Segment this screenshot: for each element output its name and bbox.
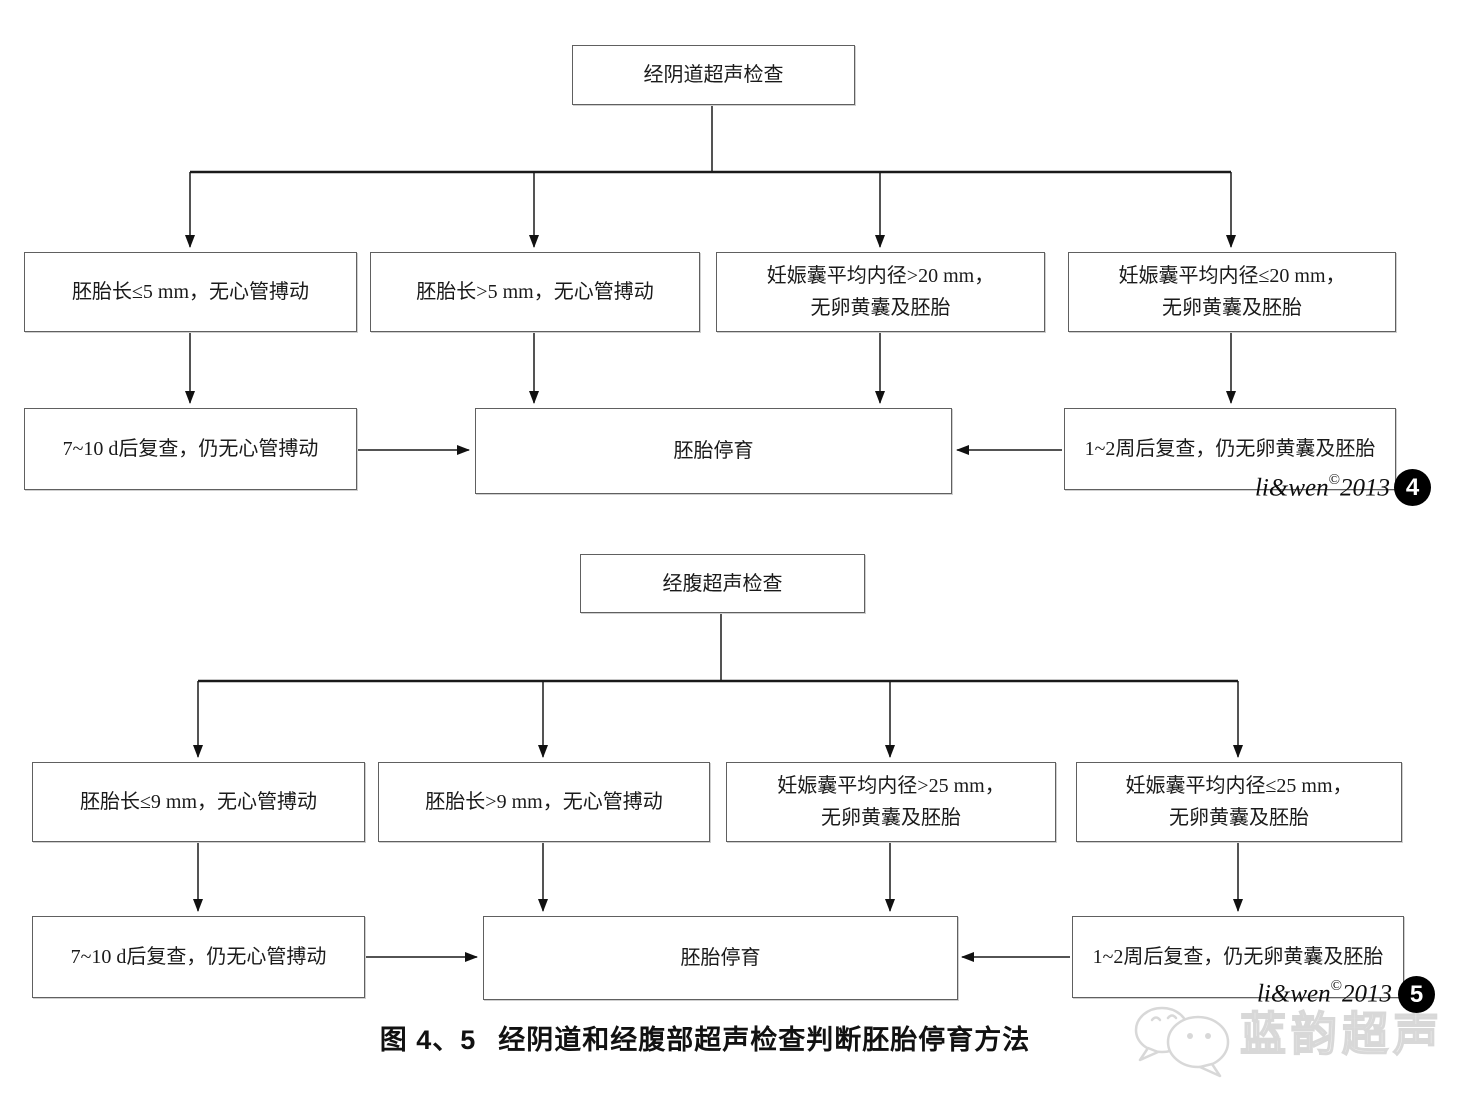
flow2-title-box: 经腹超声检查 — [580, 554, 865, 613]
flow2-credit: li&wen©2013 — [1132, 978, 1392, 1008]
flow1-crl-gt5-box: 胚胎长>5 mm，无心管搏动 — [370, 252, 700, 332]
flow2-crl-gt9-box: 胚胎长>9 mm，无心管搏动 — [378, 762, 710, 842]
copyright-mark: © — [1328, 472, 1340, 488]
credit-name: li&wen — [1256, 980, 1331, 1008]
wechat-bubbles-icon — [1134, 1006, 1230, 1078]
watermark-text: 蓝韵超声 — [1239, 1007, 1444, 1061]
flow2-sac-gt25-box: 妊娠囊平均内径>25 mm， 无卵黄囊及胚胎 — [726, 762, 1056, 842]
flow1-sac-le20-box: 妊娠囊平均内径≤20 mm， 无卵黄囊及胚胎 — [1068, 252, 1396, 332]
flow2-recheck-1-2w-box: 1~2周后复查，仍无卵黄囊及胚胎 — [1072, 916, 1404, 998]
caption-number: 图 4、5 — [379, 1025, 477, 1055]
flow1-credit: li&wen©2013 — [1130, 472, 1390, 502]
flow2-recheck-7-10d-box: 7~10 d后复查，仍无心管搏动 — [32, 916, 365, 998]
flow2-sac-le25-box: 妊娠囊平均内径≤25 mm， 无卵黄囊及胚胎 — [1076, 762, 1402, 842]
credit-year: 2013 — [1340, 474, 1390, 502]
copyright-mark: © — [1330, 978, 1342, 994]
flow1-recheck-7-10d-box: 7~10 d后复查，仍无心管搏动 — [24, 408, 357, 490]
flow1-title-box: 经阴道超声检查 — [572, 45, 855, 105]
caption-text: 经阴道和经腹部超声检查判断胚胎停育方法 — [498, 1025, 1031, 1055]
figure-number-badge-4: 4 — [1394, 469, 1431, 506]
credit-year: 2013 — [1342, 980, 1392, 1008]
flow1-recheck-1-2w-box: 1~2周后复查，仍无卵黄囊及胚胎 — [1064, 408, 1396, 490]
flow1-sac-gt20-box: 妊娠囊平均内径>20 mm， 无卵黄囊及胚胎 — [716, 252, 1045, 332]
flow1-outcome-box: 胚胎停育 — [475, 408, 952, 494]
figure-caption: 图 4、5 经阴道和经腹部超声检查判断胚胎停育方法 — [0, 1018, 1410, 1057]
flow1-crl-le5-box: 胚胎长≤5 mm，无心管搏动 — [24, 252, 357, 332]
flow2-outcome-box: 胚胎停育 — [483, 916, 958, 1000]
flow2-crl-le9-box: 胚胎长≤9 mm，无心管搏动 — [32, 762, 365, 842]
credit-name: li&wen — [1254, 474, 1329, 502]
figure-number-badge-5: 5 — [1398, 976, 1435, 1013]
